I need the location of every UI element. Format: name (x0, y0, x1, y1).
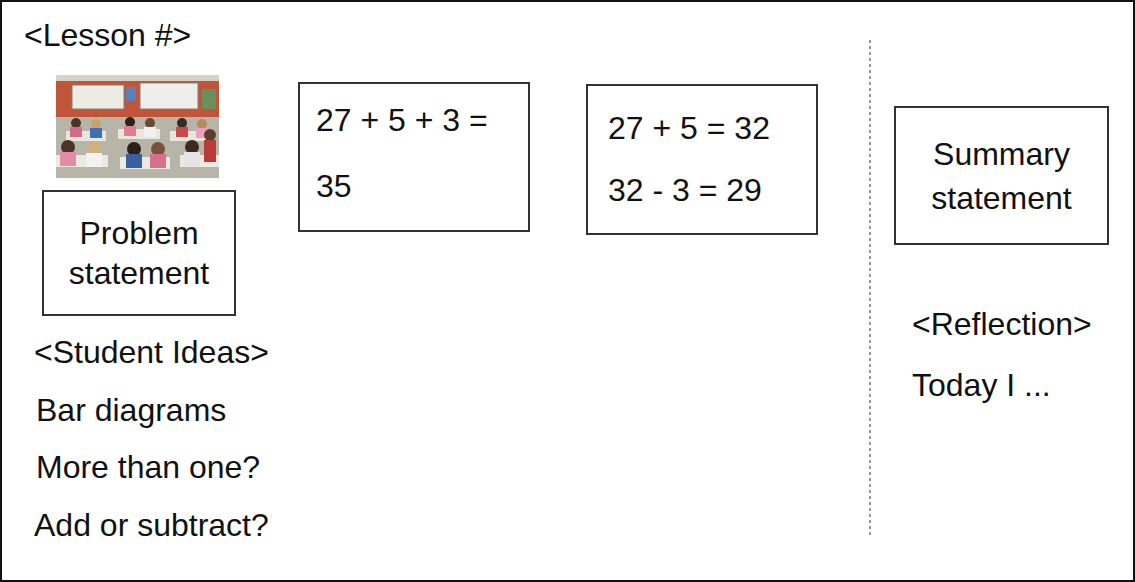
statement-box: 27 + 5 = 32 32 - 3 = 29 (586, 84, 818, 235)
board-label: <Student Ideas> (34, 333, 269, 371)
statement-text: 27 + 5 + 3 = 35 (316, 87, 498, 219)
statement-text: 32 - 3 = 29 (608, 170, 796, 210)
statement-box: Summary statement (894, 106, 1109, 245)
divider-line (869, 40, 871, 535)
statement-box: Problem statement (42, 190, 236, 316)
statement-box: 27 + 5 + 3 = 35 (298, 82, 530, 232)
board-label: Today I ... (912, 366, 1051, 404)
classroom-photo (56, 75, 219, 178)
statement-text: Problem statement (56, 213, 222, 293)
board-label: <Reflection> (912, 305, 1092, 343)
board-label: More than one? (36, 448, 260, 486)
board-label: <Lesson #> (24, 16, 191, 54)
statement-text: Summary statement (908, 132, 1095, 220)
board-label: Add or subtract? (34, 506, 269, 544)
board-label: Bar diagrams (36, 391, 226, 429)
statement-text: 27 + 5 = 32 (608, 108, 796, 148)
